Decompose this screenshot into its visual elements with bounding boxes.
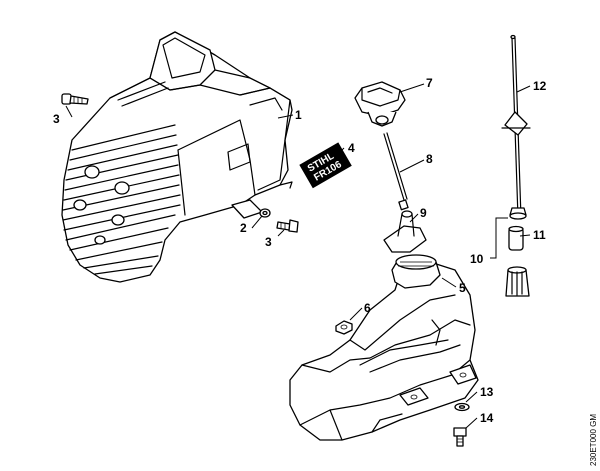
callout-12: 12 (533, 79, 547, 93)
fuel-hose-part[interactable] (383, 132, 409, 211)
fuel-cap-part[interactable] (354, 81, 406, 127)
callout-7: 7 (426, 76, 433, 90)
callout-14: 14 (480, 411, 494, 425)
callout-4: 4 (348, 141, 355, 155)
fuel-tank-part[interactable] (289, 254, 479, 441)
throttle-rod-part[interactable] (501, 34, 531, 219)
nut-part[interactable] (335, 320, 353, 335)
grommet-set-part[interactable] (505, 207, 530, 297)
callout-2: 2 (240, 221, 247, 235)
washer-part[interactable] (259, 208, 271, 218)
screw-tank-part[interactable] (453, 427, 467, 447)
callout-6: 6 (364, 301, 371, 315)
callout-11: 11 (533, 228, 546, 242)
washer-tank-part[interactable] (454, 402, 470, 412)
callout-1: 1 (295, 108, 302, 122)
callout-3-upper: 3 (53, 112, 60, 126)
model-label-badge[interactable]: STIHL FR106 (299, 142, 352, 189)
screw-upper[interactable] (61, 93, 89, 105)
callout-8: 8 (426, 152, 433, 166)
fuel-pickup-part[interactable] (383, 210, 427, 253)
drawing-number: 230ET000 GM (589, 414, 598, 466)
callout-13: 13 (480, 385, 494, 399)
callout-10: 10 (470, 252, 484, 266)
callout-9: 9 (420, 206, 427, 220)
screw-lower[interactable] (276, 219, 299, 233)
callout-3-lower: 3 (265, 235, 272, 249)
shroud-part[interactable] (61, 31, 293, 283)
callout-numbers: 1 2 3 3 4 5 6 7 8 9 10 11 12 13 14 (53, 76, 547, 425)
callout-5: 5 (459, 281, 466, 295)
leader-lines (65, 83, 531, 429)
